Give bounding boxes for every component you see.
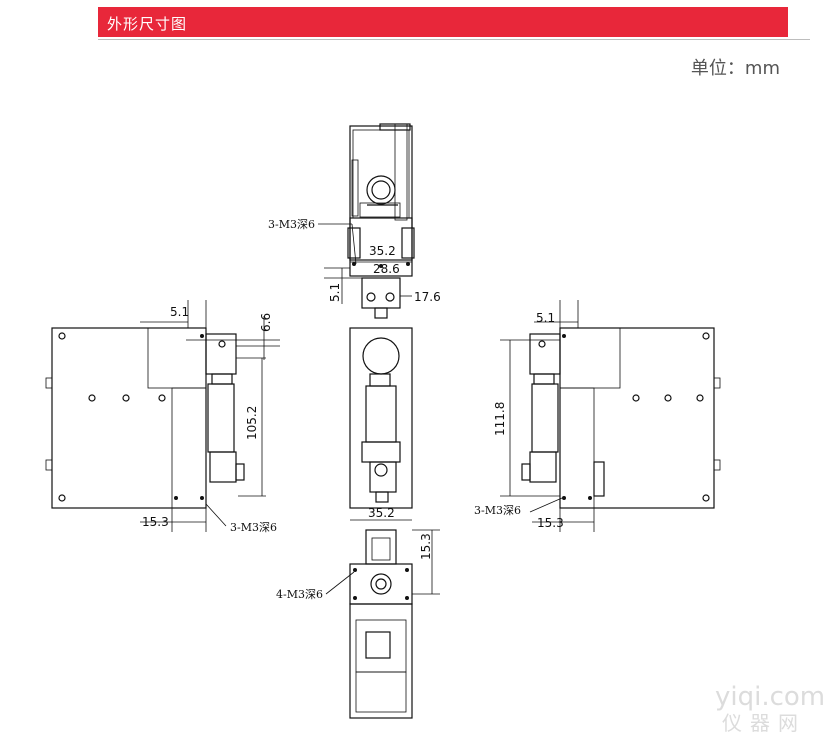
left-top-small-dim: 6.6 [259,313,273,332]
header-divider [98,39,810,40]
right-view [500,300,721,532]
left-bottom-dim: 15.3 [142,515,169,529]
right-view-callout: 3-M3深6 [474,504,521,517]
bottom-width-dim: 35.2 [368,506,395,520]
top-view [318,123,415,319]
unit-label: 单位：mm [690,58,780,79]
bottom-depth-dim: 15.3 [419,533,433,560]
watermark-logo-text: yiqi.com [715,682,825,712]
left-height-dim: 105.2 [245,406,259,440]
top-width-dim: 35.2 [369,244,396,258]
right-height-dim: 111.8 [493,402,507,436]
top-offset-dim: 5.1 [328,283,342,302]
right-top-offset-dim: 5.1 [536,311,555,325]
top-side-dim: 17.6 [414,290,441,304]
top-inner-dim: 28.6 [373,262,400,276]
front-view [349,327,413,509]
page-title: 外形尺寸图 [107,15,188,33]
header-bar: 外形尺寸图 [98,7,788,37]
bottom-view [325,519,440,719]
bottom-view-callout: 4-M3深6 [276,588,323,601]
top-view-callout: 3-M3深6 [268,218,315,231]
left-top-offset-dim: 5.1 [170,305,189,319]
left-view [45,300,280,532]
left-view-callout: 3-M3深6 [230,521,277,534]
watermark-site-name: 仪器网 [722,711,806,735]
right-bottom-dim: 15.3 [537,516,564,530]
